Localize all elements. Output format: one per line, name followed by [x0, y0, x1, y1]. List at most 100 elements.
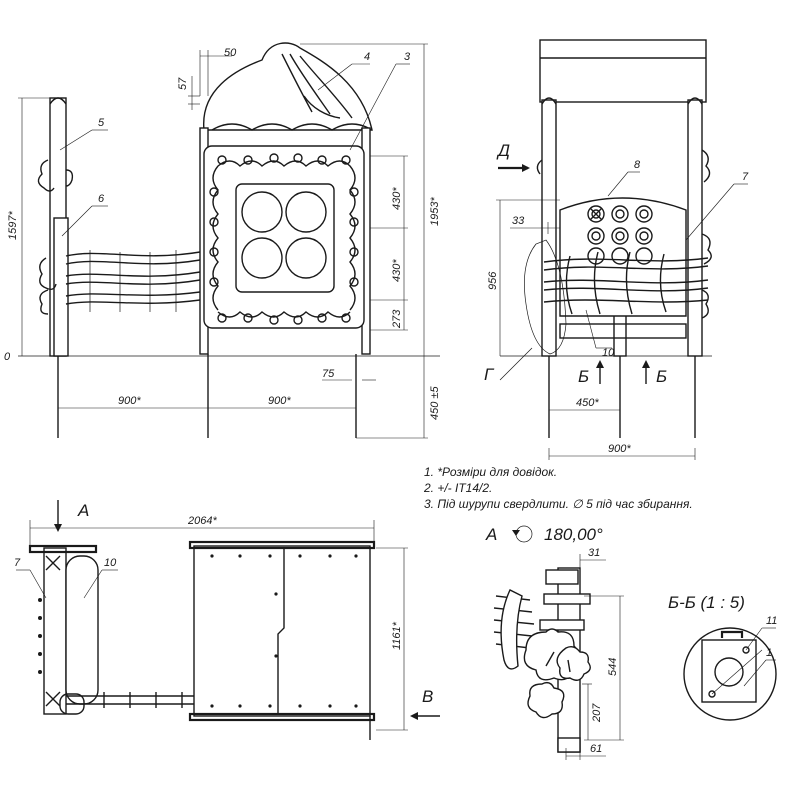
front-leader-lines — [59, 63, 410, 237]
side-view: 33 956 450* 900* Д Г Б Б 8 7 10 — [484, 39, 749, 460]
dim-273: 273 — [391, 309, 403, 329]
bar-ribs — [89, 250, 177, 312]
wavy-bar — [65, 279, 201, 285]
side-leaf-decor — [701, 233, 712, 265]
dim-75: 75 — [322, 368, 335, 380]
dim-956: 956 — [487, 271, 499, 290]
side-dim-lines — [496, 199, 696, 460]
dim-900-right: 900* — [608, 443, 631, 455]
top-dim-lines — [29, 520, 408, 731]
rotation-symbol — [515, 525, 533, 543]
leader-g — [499, 347, 533, 381]
dim-33: 33 — [512, 215, 525, 227]
callout-10-top: 10 — [104, 557, 117, 569]
section-bb-title: Б-Б (1 : 5) — [668, 593, 745, 612]
view-a-bracket — [545, 569, 579, 585]
roof-ribbon — [303, 95, 341, 119]
section-bb-hole — [714, 657, 744, 687]
top-end-plate — [28, 544, 98, 554]
callout-5: 5 — [98, 117, 105, 129]
view-a-title: А — [485, 525, 497, 544]
note-3: 3. Під шурупи свердлити. ∅ 5 під час зби… — [424, 497, 693, 511]
side-post-cap — [687, 97, 703, 105]
top-tunnel-bars — [103, 692, 183, 708]
view-a-foot — [557, 737, 581, 753]
roof-edge — [211, 123, 373, 131]
detail-circle-g — [524, 239, 567, 355]
side-wavy-bar — [543, 265, 709, 271]
wavy-bar — [65, 291, 201, 297]
callout-10: 10 — [602, 347, 615, 359]
post-6 — [53, 217, 69, 357]
view-a-bracket — [539, 619, 585, 631]
top-left-bolts — [38, 598, 42, 674]
dim-2064: 2064* — [187, 515, 217, 527]
callout-8: 8 — [634, 159, 641, 171]
view-a-leaf-vein — [545, 651, 571, 673]
top-roof-edge — [188, 712, 376, 722]
section-bb-cap — [720, 630, 744, 638]
dim-207: 207 — [591, 703, 603, 723]
side-wavy-bar — [543, 257, 709, 263]
section-bb: Б-Б (1 : 5) 11 1 — [668, 593, 777, 721]
view-a-leaf — [527, 681, 565, 719]
section-label-b1: Б — [578, 367, 589, 386]
leaf-decor — [65, 169, 74, 187]
section-bb-leaders — [711, 627, 776, 695]
side-post-cap — [541, 97, 557, 105]
view-a-dim-lines — [565, 554, 624, 760]
side-arched-panel — [559, 197, 687, 317]
leaf-decor — [39, 257, 57, 291]
hole — [285, 191, 327, 233]
side-leader-lines — [585, 171, 748, 349]
section-bb-circle — [683, 627, 777, 721]
side-leaf-decor — [701, 149, 711, 183]
callout-3: 3 — [404, 51, 411, 63]
dim-430-upper: 430* — [391, 187, 403, 210]
wavy-bar — [65, 299, 201, 305]
side-wavy-bar — [543, 299, 709, 303]
dim-450: 450* — [576, 397, 599, 409]
top-roof-screws — [210, 554, 358, 708]
front-view: 1597* 50 57 1953* 430* 430* 273 75 450 ±… — [4, 42, 441, 439]
dim-900-left: 900* — [118, 395, 141, 407]
dim-1953: 1953* — [429, 197, 441, 226]
dim-430-lower: 430* — [391, 259, 403, 282]
hole — [241, 237, 283, 279]
section-bb-screw — [742, 646, 750, 654]
side-base-rail — [559, 323, 687, 339]
dim-61: 61 — [590, 743, 602, 755]
wavy-bar — [65, 259, 201, 265]
view-a-angle: 180,00° — [544, 525, 603, 544]
side-post-right — [687, 99, 703, 357]
panel-wavy-frame — [212, 160, 356, 318]
side-wavy-bar — [543, 279, 709, 284]
dim-1161: 1161* — [391, 621, 403, 650]
front-dim-lines — [18, 43, 428, 439]
callout-7: 7 — [742, 171, 749, 183]
rotation-arrow — [512, 530, 520, 536]
view-a-bracket — [543, 593, 591, 605]
leaf-decor — [39, 289, 49, 315]
leaf-decor — [37, 159, 55, 192]
wavy-bar — [65, 251, 201, 257]
dim-450-5: 450 ±5 — [429, 386, 441, 420]
section-bb-screw — [708, 690, 716, 698]
dim-57: 57 — [177, 77, 189, 90]
side-hoops — [565, 251, 667, 315]
side-leaf-decor — [701, 289, 709, 319]
arrowhead — [596, 360, 604, 368]
top-end-post — [43, 547, 67, 715]
dim-31: 31 — [588, 547, 600, 559]
panel-window — [235, 183, 335, 293]
top-roof-edge — [188, 540, 376, 550]
note-1: 1. *Розміри для довідок. — [424, 465, 557, 479]
view-label-d: Д — [496, 141, 510, 160]
top-view: 2064* 1161* А В 7 10 — [14, 500, 440, 740]
side-roof-panel — [539, 39, 707, 103]
side-leaf-decor — [536, 159, 543, 175]
hole — [241, 191, 283, 233]
roof-ribbon — [299, 55, 353, 119]
top-leader-lines — [16, 569, 118, 599]
